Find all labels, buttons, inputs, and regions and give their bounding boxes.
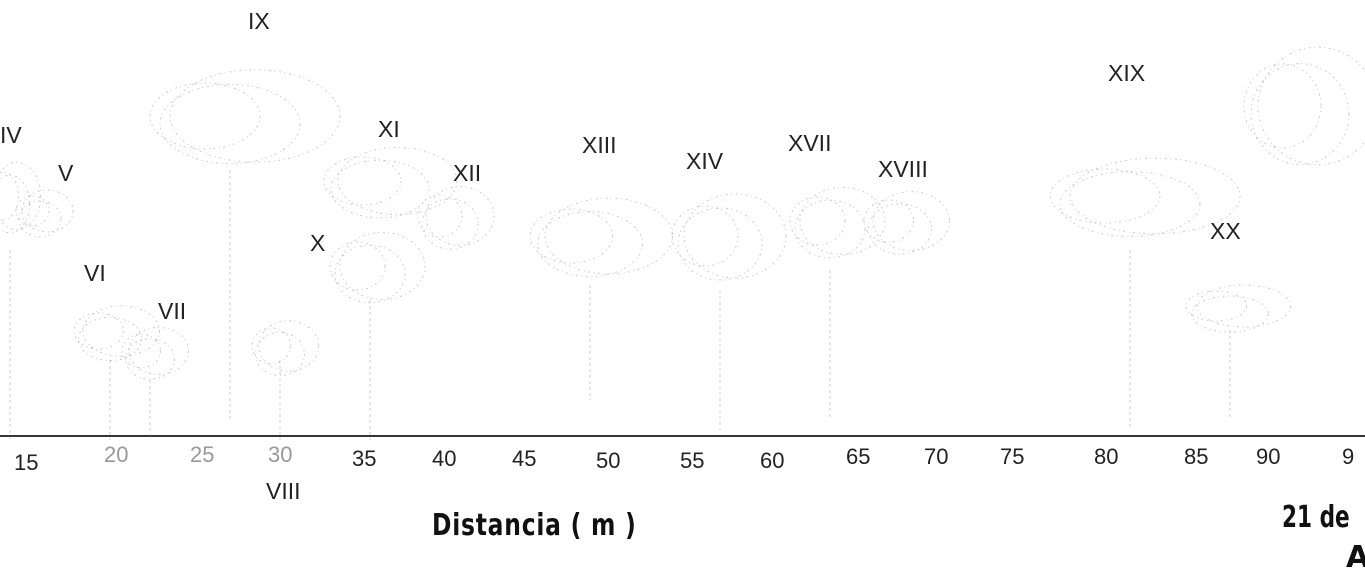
tree-crown-iv	[0, 161, 42, 440]
tree-label-xi: XI	[378, 116, 400, 142]
corner-text: 21 de	[1282, 500, 1350, 535]
tree-crown-xii	[417, 186, 495, 250]
tick-40: 40	[432, 446, 457, 471]
tick-50: 50	[596, 448, 621, 473]
tree-crown-far-right	[1243, 46, 1365, 166]
axis-title: Distancia ( m )	[432, 508, 637, 543]
tree-label-vii: VII	[158, 298, 187, 324]
tree-crown-xviii	[863, 191, 950, 255]
tree-label-x: X	[310, 230, 326, 256]
tree-crown-xiii	[529, 197, 673, 400]
tree-label-xx: XX	[1210, 218, 1241, 244]
tree-crown-vii	[121, 326, 189, 440]
tree-label-xvii: XVII	[788, 130, 832, 156]
corner-glyph: A	[1346, 540, 1365, 575]
tree-label-xii: XII	[453, 160, 482, 186]
tree-crown-v	[15, 189, 74, 238]
tick-45: 45	[512, 446, 537, 471]
tree-label-xiv: XIV	[686, 148, 724, 174]
tick-30: 30	[268, 442, 293, 467]
tree-label-iv: IV	[0, 122, 22, 148]
tree-label-ix: IX	[248, 8, 270, 34]
tick-15: 15	[14, 450, 39, 475]
tree-label-vi: VI	[84, 260, 106, 286]
tree-label-v: V	[58, 160, 74, 186]
tree-label-xviii: XVIII	[878, 156, 928, 182]
tick-65: 65	[846, 444, 871, 469]
tree-crown-xix	[1049, 157, 1241, 430]
tick-25: 25	[190, 442, 215, 467]
tick-75: 75	[1000, 444, 1025, 469]
tree-crown-x	[329, 231, 426, 440]
tree-crown-xx	[1185, 284, 1291, 420]
tick-90: 90	[1256, 444, 1281, 469]
tick-35: 35	[352, 446, 377, 471]
tick-80: 80	[1094, 444, 1119, 469]
tree-crown-xiv	[671, 193, 787, 430]
tree-crown-vi	[73, 305, 160, 440]
tick-95-partial: 9	[1342, 444, 1355, 469]
tick-20: 20	[104, 442, 129, 467]
tick-55: 55	[680, 448, 705, 473]
tree-crown-ix	[149, 69, 341, 420]
tree-label-xiii: XIII	[582, 132, 617, 158]
tree-label-viii: VIII	[266, 478, 301, 504]
tree-crown-xi	[323, 146, 458, 219]
tick-60: 60	[760, 448, 785, 473]
tick-70: 70	[924, 444, 949, 469]
canopy-sketch	[0, 46, 1365, 440]
tree-crown-viii	[251, 320, 319, 440]
tree-label-xix: XIX	[1108, 60, 1146, 86]
tick-85: 85	[1184, 444, 1209, 469]
profile-diagram: IV V VI VII VIII IX X XI XII XIII XIV XV…	[0, 8, 1365, 575]
tree-crown-xvii	[789, 186, 886, 420]
